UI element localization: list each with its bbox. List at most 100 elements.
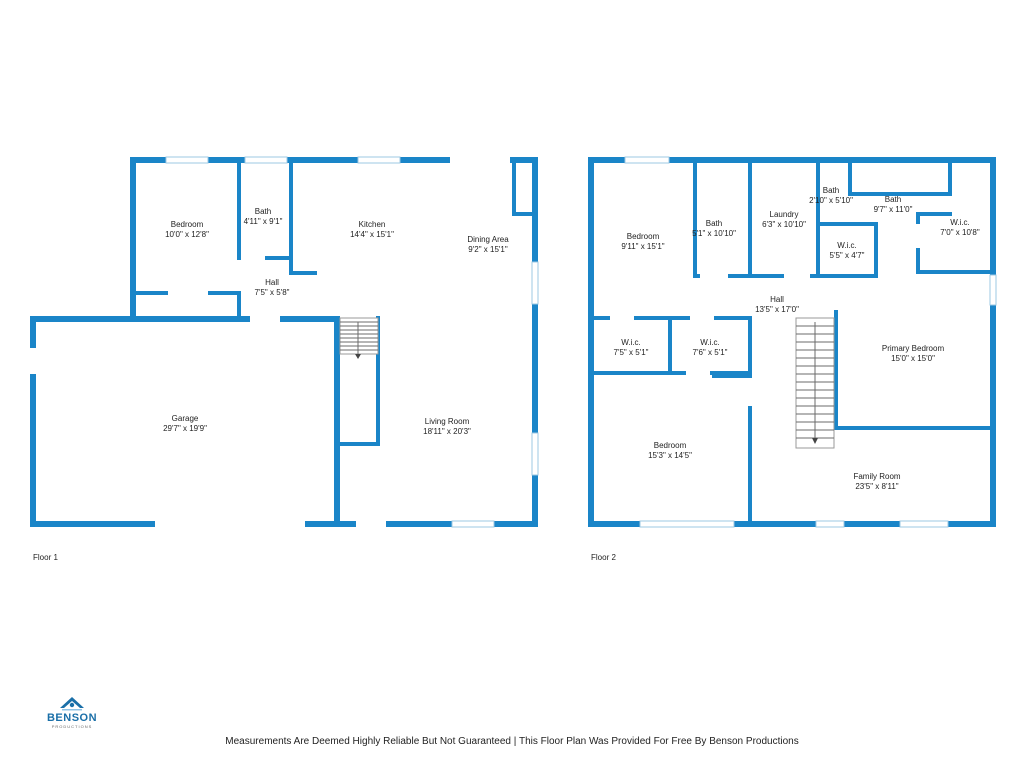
wall	[990, 157, 996, 527]
room-dimensions: 5'5" x 4'7"	[830, 251, 865, 260]
window	[899, 520, 949, 528]
wall	[848, 192, 952, 196]
door-opening	[610, 315, 634, 321]
room-name: W.i.c.	[700, 338, 720, 347]
wall	[748, 160, 752, 278]
window	[989, 274, 997, 306]
room-dimensions: 13'5" x 17'0"	[755, 305, 799, 314]
room-dimensions: 2'10" x 5'10"	[809, 196, 853, 205]
wall	[916, 212, 952, 216]
room-dimensions: 7'5" x 5'1"	[614, 348, 649, 357]
door-opening	[450, 156, 510, 164]
stairs-floor-2	[795, 317, 835, 449]
wall	[130, 157, 136, 320]
room-dimensions: 29'7" x 19'9"	[163, 424, 207, 433]
room-name: W.i.c.	[621, 338, 641, 347]
window	[165, 156, 209, 164]
wall	[848, 160, 852, 196]
window	[531, 261, 539, 305]
wall	[340, 442, 380, 446]
window	[531, 432, 539, 476]
wall	[668, 318, 672, 374]
wall	[816, 222, 878, 226]
wall	[916, 270, 992, 274]
door-opening	[686, 370, 710, 376]
garage-door-opening	[155, 520, 305, 528]
door-opening	[356, 520, 386, 528]
room-dimensions: 15'0" x 15'0"	[891, 354, 935, 363]
room-name: Bedroom	[654, 441, 687, 450]
wall	[237, 291, 241, 320]
floor-1-plan	[29, 156, 539, 528]
window	[244, 156, 288, 164]
logo-wordmark: BENSON	[46, 712, 98, 724]
room-name: W.i.c.	[950, 218, 970, 227]
room-dimensions: 7'0" x 10'8"	[940, 228, 980, 237]
room-name: Kitchen	[359, 220, 386, 229]
wall	[712, 371, 752, 378]
door-opening	[884, 273, 912, 279]
wall	[265, 256, 291, 260]
room-dimensions: 9'11" x 15'1"	[621, 242, 664, 251]
room-name: Bath	[885, 195, 901, 204]
window	[815, 520, 845, 528]
door-opening	[690, 315, 714, 321]
wall	[237, 160, 241, 260]
door-opening	[250, 315, 280, 323]
wall	[289, 160, 293, 272]
floor-1-label: Floor 1	[33, 553, 58, 562]
wall	[816, 160, 820, 278]
room-dimensions: 14'4" x 15'1"	[350, 230, 394, 239]
wall	[693, 160, 697, 278]
room-name: Garage	[172, 414, 199, 423]
room-name: Dining Area	[467, 235, 509, 244]
wall	[30, 316, 340, 322]
wall	[588, 157, 996, 163]
room-dimensions: 10'0" x 12'8"	[165, 230, 209, 239]
wall	[289, 271, 317, 275]
wall	[588, 521, 996, 527]
window	[451, 520, 495, 528]
room-name: W.i.c.	[837, 241, 857, 250]
window	[357, 156, 401, 164]
floor-2-plan	[588, 156, 997, 528]
wall	[334, 316, 340, 527]
wall	[748, 318, 752, 378]
door-opening	[915, 224, 921, 248]
window	[624, 156, 670, 164]
room-dimensions: 9'7" x 11'0"	[874, 205, 913, 214]
wall	[748, 406, 752, 524]
door-opening	[784, 273, 810, 279]
room-name: Primary Bedroom	[882, 344, 945, 353]
benson-logo: BENSON PRODUCTIONS	[36, 692, 108, 729]
benson-house-icon	[60, 697, 84, 711]
room-name: Family Room	[853, 472, 900, 481]
room-dimensions: 4'11" x 9'1"	[244, 217, 283, 226]
wall	[834, 426, 992, 430]
wall	[512, 212, 534, 216]
wall	[834, 310, 838, 430]
window	[639, 520, 735, 528]
room-name: Laundry	[770, 210, 799, 219]
room-name: Bedroom	[171, 220, 204, 229]
room-dimensions: 7'6" x 5'1"	[693, 348, 728, 357]
logo-subtitle: PRODUCTIONS	[51, 724, 93, 729]
wall	[948, 160, 952, 196]
door-opening	[700, 273, 728, 279]
room-dimensions: 23'5" x 8'11"	[855, 482, 898, 491]
room-name: Hall	[770, 295, 784, 304]
wall	[512, 160, 516, 216]
room-dimensions: 7'5" x 5'8"	[255, 288, 290, 297]
room-dimensions: 18'11" x 20'3"	[423, 427, 471, 436]
stairs-floor-1	[339, 317, 379, 359]
room-name: Living Room	[425, 417, 470, 426]
room-name: Bath	[255, 207, 271, 216]
room-name: Bath	[823, 186, 839, 195]
wall	[30, 316, 36, 527]
wall	[590, 316, 752, 320]
room-dimensions: 15'3" x 14'5"	[648, 451, 692, 460]
wall	[532, 157, 538, 527]
wall	[874, 222, 878, 278]
wall	[130, 157, 538, 163]
